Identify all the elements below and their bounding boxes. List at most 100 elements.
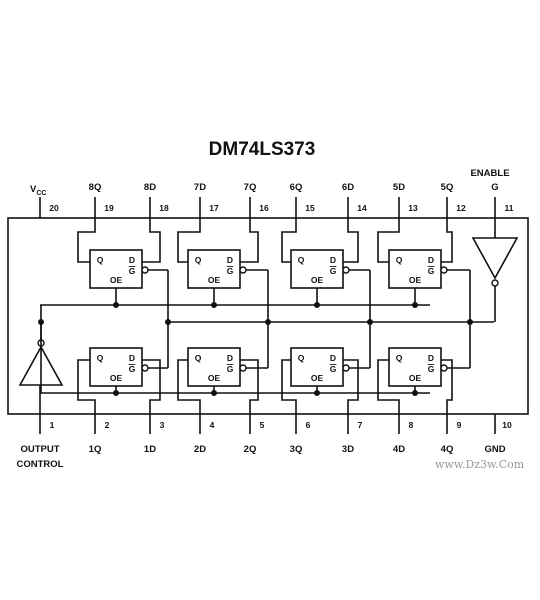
latch-7-oe-label: OE — [208, 275, 221, 285]
latch-3-oe-label: OE — [311, 373, 324, 383]
latch-5-d-label: D — [428, 255, 434, 265]
top-pin-label-12: 5Q — [441, 182, 454, 193]
watermark: www.Dz3w.Com — [435, 458, 525, 471]
latch-2-q-label: Q — [195, 353, 202, 363]
route-5d — [377, 218, 400, 263]
latch-1-d-label: D — [129, 353, 135, 363]
top-pin-number-17: 17 — [209, 203, 219, 213]
bottom-pin-number-3: 3 — [160, 420, 165, 430]
route-3q — [281, 359, 297, 414]
latch-3-d-label: D — [330, 353, 336, 363]
enable-label: ENABLE — [470, 168, 509, 179]
latch-3-g-bubble — [342, 364, 350, 372]
route-2q — [240, 359, 259, 414]
bottom-pin-label-8: 4D — [393, 444, 405, 455]
top-pin-label-18: 8D — [144, 182, 156, 193]
bottom-pin-label-7: 3D — [342, 444, 354, 455]
top-pin-number-11: 11 — [505, 203, 514, 213]
bottom-pin-label-6: 3Q — [290, 444, 303, 455]
latch-4-q-label: Q — [396, 353, 403, 363]
top-pin-label-11: G — [491, 182, 498, 193]
top-pin-number-18: 18 — [159, 203, 169, 213]
latch-3-q-label: Q — [298, 353, 305, 363]
latch-5-g-label: G — [428, 266, 435, 276]
latch-8-d-label: D — [129, 255, 135, 265]
ic-body — [7, 217, 529, 415]
latch-4-g-label: G — [428, 364, 435, 374]
latch-6-g-label: G — [330, 266, 337, 276]
bottom-pin-number-2: 2 — [105, 420, 110, 430]
route-8d — [142, 218, 161, 263]
latch-1-oe-label: OE — [110, 373, 123, 383]
bottom-pin-number-5: 5 — [260, 420, 265, 430]
latch-6-g-bubble — [342, 266, 350, 274]
bottom-pin-number-7: 7 — [358, 420, 363, 430]
latch-2-g-label: G — [227, 364, 234, 374]
route-6d — [343, 218, 359, 263]
latch-8-g-label: G — [129, 266, 136, 276]
latch-7-g-bubble — [239, 266, 247, 274]
latch-8-g-bubble — [141, 266, 149, 274]
top-pin-label-13: 5D — [393, 182, 405, 193]
latch-8-q-label: Q — [97, 255, 104, 265]
latch-4-d-label: D — [428, 353, 434, 363]
bottom-pin-label-4: 2D — [194, 444, 206, 455]
top-pin-label-14: 6D — [342, 182, 354, 193]
latch-5-g-bubble — [440, 266, 448, 274]
route-7q — [240, 218, 259, 263]
route-8q — [77, 218, 96, 263]
route-4q — [441, 359, 453, 414]
bottom-pin-label-1: OUTPUT — [20, 444, 59, 455]
latch-1-g-label: G — [129, 364, 136, 374]
route-5q — [441, 218, 453, 263]
latch-2-oe-label: OE — [208, 373, 221, 383]
latch-7-q-label: Q — [195, 255, 202, 265]
route-6q — [281, 218, 297, 263]
bottom-pin-number-8: 8 — [409, 420, 414, 430]
latch-1-q-label: Q — [97, 353, 104, 363]
latch-5-oe-label: OE — [409, 275, 422, 285]
enable-buffer — [471, 237, 519, 280]
latch-4-g-bubble — [440, 364, 448, 372]
top-pin-label-16: 7Q — [244, 182, 257, 193]
latch-2-d-label: D — [227, 353, 233, 363]
bottom-pin-label2-1: CONTROL — [17, 459, 64, 470]
bottom-pin-number-1: 1 — [50, 420, 55, 430]
route-1d — [142, 359, 161, 414]
bottom-pin-number-6: 6 — [306, 420, 311, 430]
top-pin-number-19: 19 — [104, 203, 114, 213]
bottom-pin-label-3: 1D — [144, 444, 156, 455]
top-pin-label-19: 8Q — [89, 182, 102, 193]
top-pin-number-12: 12 — [456, 203, 466, 213]
top-pin-number-15: 15 — [305, 203, 315, 213]
latch-1-g-bubble — [141, 364, 149, 372]
bottom-pin-number-4: 4 — [210, 420, 215, 430]
latch-8-oe-label: OE — [110, 275, 123, 285]
top-pin-number-14: 14 — [357, 203, 367, 213]
latch-6-oe-label: OE — [311, 275, 324, 285]
latch-6-q-label: Q — [298, 255, 305, 265]
chip-title: DM74LS373 — [209, 139, 316, 160]
top-pin-label-17: 7D — [194, 182, 206, 193]
latch-5-q-label: Q — [396, 255, 403, 265]
top-pin-number-16: 16 — [259, 203, 269, 213]
bottom-pin-label-10: GND — [484, 444, 505, 455]
route-4d — [377, 359, 400, 414]
latch-4-oe-label: OE — [409, 373, 422, 383]
route-3d — [343, 359, 359, 414]
vcc-label: VCC — [30, 184, 46, 197]
bottom-pin-label-2: 1Q — [89, 444, 102, 455]
latch-7-d-label: D — [227, 255, 233, 265]
bottom-pin-label-5: 2Q — [244, 444, 257, 455]
route-2d — [177, 359, 201, 414]
latch-6-d-label: D — [330, 255, 336, 265]
route-7d — [177, 218, 201, 263]
top-pin-number-20: 20 — [49, 203, 59, 213]
latch-3-g-label: G — [330, 364, 337, 374]
bottom-pin-number-9: 9 — [457, 420, 462, 430]
bottom-pin-label-9: 4Q — [441, 444, 454, 455]
enable-buffer-bubble — [491, 279, 499, 287]
top-pin-label-15: 6Q — [290, 182, 303, 193]
